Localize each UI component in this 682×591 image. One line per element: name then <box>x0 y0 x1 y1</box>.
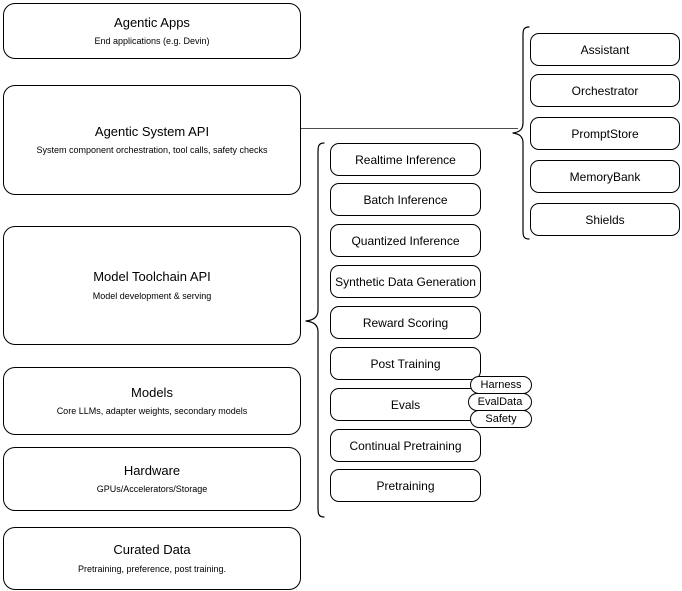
evals-subcomponent-label: Harness <box>480 379 522 391</box>
component-synthetic-data-generation[interactable]: Synthetic Data Generation <box>330 265 481 298</box>
component-assistant[interactable]: Assistant <box>530 33 680 66</box>
component-label: Quantized Inference <box>351 233 460 248</box>
component-orchestrator[interactable]: Orchestrator <box>530 74 680 107</box>
component-label: Post Training <box>370 356 441 371</box>
layer-box-curated-data[interactable]: Curated Data Pretraining, preference, po… <box>3 527 301 590</box>
layer-subtitle: End applications (e.g. Devin) <box>94 36 210 46</box>
brace-agentic-system-components <box>512 26 530 240</box>
component-label: Orchestrator <box>571 83 639 98</box>
component-memorybank[interactable]: MemoryBank <box>530 160 680 193</box>
layer-box-models[interactable]: Models Core LLMs, adapter weights, secon… <box>3 367 301 435</box>
layer-box-model-toolchain-api[interactable]: Model Toolchain API Model development & … <box>3 226 301 345</box>
evals-subcomponent-label: EvalData <box>477 396 523 408</box>
component-label: Continual Pretraining <box>349 438 462 453</box>
component-label: Evals <box>390 397 421 412</box>
brace-toolchain-components <box>305 142 325 518</box>
layer-box-agentic-system-api[interactable]: Agentic System API System component orch… <box>3 85 301 195</box>
layer-title: Curated Data <box>113 542 191 558</box>
component-batch-inference[interactable]: Batch Inference <box>330 183 481 216</box>
component-label: Shields <box>585 212 625 227</box>
layer-subtitle: Core LLMs, adapter weights, secondary mo… <box>56 406 248 416</box>
evals-subcomponent-label: Safety <box>485 413 517 425</box>
layer-box-hardware[interactable]: Hardware GPUs/Accelerators/Storage <box>3 447 301 511</box>
evals-subcomponent-safety[interactable]: Safety <box>470 410 532 428</box>
component-promptstore[interactable]: PromptStore <box>530 117 680 150</box>
component-pretraining[interactable]: Pretraining <box>330 469 481 502</box>
component-shields[interactable]: Shields <box>530 203 680 236</box>
component-evals[interactable]: Evals <box>330 388 481 421</box>
component-label: Assistant <box>580 42 630 57</box>
component-continual-pretraining[interactable]: Continual Pretraining <box>330 429 481 462</box>
component-label: Realtime Inference <box>355 152 456 167</box>
layer-box-agentic-apps[interactable]: Agentic Apps End applications (e.g. Devi… <box>3 3 301 59</box>
component-label: Reward Scoring <box>362 315 449 330</box>
component-label: Batch Inference <box>363 192 448 207</box>
layer-subtitle: Model development & serving <box>92 290 212 301</box>
component-realtime-inference[interactable]: Realtime Inference <box>330 143 481 176</box>
component-label: Pretraining <box>376 478 435 493</box>
layer-title: Models <box>131 384 173 400</box>
layer-title: Hardware <box>123 462 181 478</box>
connector-line-agentic-system-api <box>301 128 518 129</box>
component-label: Synthetic Data Generation <box>335 274 476 289</box>
layer-subtitle: GPUs/Accelerators/Storage <box>96 484 208 494</box>
layer-title: Agentic System API <box>94 123 210 139</box>
component-quantized-inference[interactable]: Quantized Inference <box>330 224 481 257</box>
component-reward-scoring[interactable]: Reward Scoring <box>330 306 481 339</box>
component-label: MemoryBank <box>569 169 641 184</box>
evals-subcomponent-harness[interactable]: Harness <box>470 376 532 394</box>
evals-subcomponent-evaldata[interactable]: EvalData <box>468 393 532 411</box>
layer-title: Model Toolchain API <box>93 269 211 285</box>
component-post-training[interactable]: Post Training <box>330 347 481 380</box>
component-label: PromptStore <box>571 126 639 141</box>
layer-subtitle: Pretraining, preference, post training. <box>77 563 227 574</box>
layer-subtitle: System component orchestration, tool cal… <box>36 145 268 155</box>
layer-title: Agentic Apps <box>114 14 190 30</box>
